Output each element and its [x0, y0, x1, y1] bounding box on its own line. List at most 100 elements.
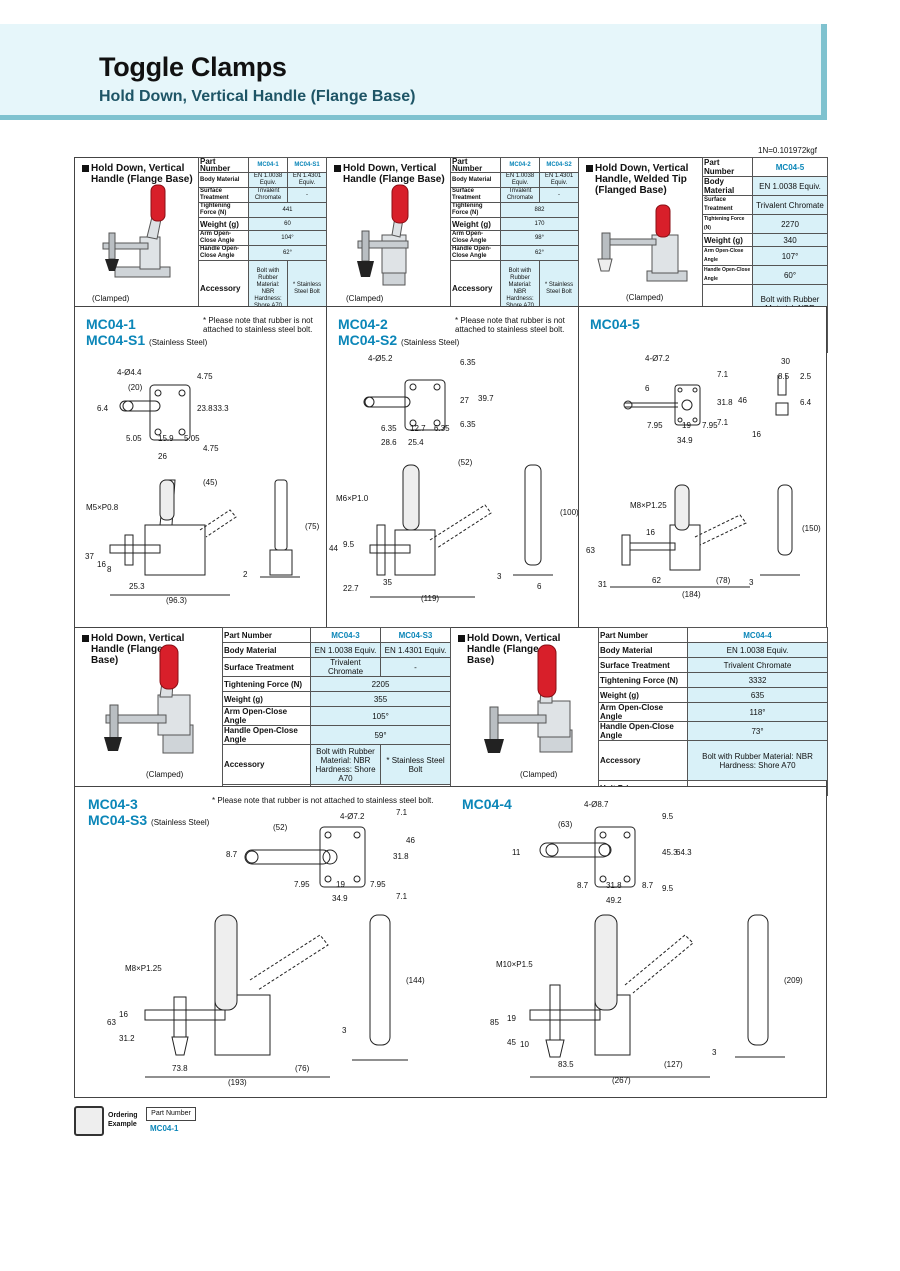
dimension-label: 8.7 [577, 881, 589, 890]
dimension-label: 25.4 [408, 438, 424, 447]
dimension-label: (100) [560, 508, 579, 517]
drawing-title: MC04-4 [462, 796, 512, 812]
product-title: Hold Down, Vertical Handle (Flange Base) [82, 633, 184, 666]
dimension-label: 8.7 [226, 850, 238, 859]
dimension-label: 62 [652, 576, 661, 585]
dimension-label: (127) [664, 1060, 683, 1069]
dimension-label: (96.3) [166, 596, 187, 605]
part-number-link[interactable]: MC04-3 [310, 627, 381, 643]
dimension-label: 3 [749, 578, 754, 587]
dimension-label: 6 [537, 582, 542, 591]
dimension-label: 9.5 [343, 540, 355, 549]
dimension-label: (193) [228, 1078, 247, 1087]
drawing-mc04-3 [144, 826, 408, 1078]
part-number-link[interactable]: MC04-5 [752, 157, 828, 177]
rubber-note: * Please note that rubber is not attache… [212, 796, 434, 805]
drawing-section-1 [74, 306, 827, 628]
dimension-label: (184) [682, 590, 701, 599]
dimension-label: 46 [738, 396, 747, 405]
dimension-label: 33.3 [213, 404, 229, 413]
dimension-label: 6.4 [800, 398, 812, 407]
dimension-label: (75) [305, 522, 320, 531]
product-photo-mc04-5 [597, 204, 688, 282]
dimension-label: 27 [460, 396, 469, 405]
product-title: Hold Down, Vertical Handle (Flange Base) [458, 633, 560, 666]
dimension-label: 28.6 [381, 438, 397, 447]
dimension-label: 19 [336, 880, 345, 889]
dimension-label: 3 [342, 1026, 347, 1035]
dimension-label: 31 [598, 580, 607, 589]
product-photo-mc04-4 [484, 644, 573, 753]
drawing-mc04-5 [610, 375, 800, 588]
dimension-label: 4-Ø8.7 [584, 800, 609, 809]
dimension-label: (20) [128, 383, 143, 392]
dimension-label: 31.2 [119, 1034, 135, 1043]
dimension-label: M5×P0.8 [86, 503, 119, 512]
dimension-label: 11 [512, 848, 521, 857]
dimension-label: 4-Ø4.4 [117, 368, 142, 377]
header-band [0, 24, 827, 120]
dimension-label: 9.5 [662, 884, 674, 893]
dimension-label: 2.5 [800, 372, 812, 381]
dimension-label: 7.95 [294, 880, 310, 889]
dimension-label: (76) [295, 1064, 310, 1073]
dimension-label: 35 [383, 578, 392, 587]
product-photo-mc04-1 [102, 184, 171, 278]
dimension-label: 31.8 [606, 881, 622, 890]
dimension-label: 31.8 [393, 852, 409, 861]
dimension-label: 7.95 [647, 421, 663, 430]
part-number-link[interactable]: MC04-S1 [287, 157, 327, 173]
clamped-caption: (Clamped) [92, 294, 130, 303]
page-title: Toggle Clamps [99, 52, 287, 82]
dimension-label: (119) [421, 594, 440, 603]
dimension-label: (267) [612, 1076, 631, 1085]
part-number-link[interactable]: MC04-S3 [380, 627, 451, 643]
dimension-label: M8×P1.25 [630, 501, 667, 510]
dimension-label: 4-Ø7.2 [340, 812, 365, 821]
dimension-label: 22.7 [343, 584, 359, 593]
clamped-caption: (Clamped) [520, 770, 558, 779]
dimension-label: 44 [329, 544, 338, 553]
page-subtitle: Hold Down, Vertical Handle (Flange Base) [99, 88, 416, 105]
dimension-label: 85 [490, 1018, 499, 1027]
dimension-label: (52) [273, 823, 288, 832]
part-number-link[interactable]: MC04-4 [687, 627, 828, 643]
product-title: Hold Down, Vertical Handle (Flange Base) [82, 163, 193, 185]
part-number-link[interactable]: MC04-1 [248, 157, 288, 173]
dimension-label: 6.35 [381, 424, 397, 433]
clamped-caption: (Clamped) [146, 770, 184, 779]
dimension-label: 34.9 [677, 436, 693, 445]
dimension-label: 26 [158, 452, 167, 461]
dimension-label: 63 [586, 546, 595, 555]
drawing-mc04-4 [529, 826, 785, 1078]
dimension-label: 7.1 [717, 370, 729, 379]
clamped-caption: (Clamped) [626, 293, 664, 302]
dimension-label: 6.35 [434, 424, 450, 433]
dimension-label: 5.05 [184, 434, 200, 443]
part-number-link[interactable]: MC04-S2 [539, 157, 579, 173]
ordering-part-number-value[interactable]: MC04-1 [150, 1124, 179, 1133]
dimension-label: (209) [784, 976, 803, 985]
drawing-mc04-1 [109, 384, 300, 596]
dimension-label: 31.8 [717, 398, 733, 407]
dimension-label: 8 [107, 565, 112, 574]
product-photo-mc04-2 [357, 184, 409, 286]
dimension-label: 7.1 [717, 418, 729, 427]
dimension-label: 6 [645, 384, 650, 393]
part-number-link[interactable]: MC04-2 [500, 157, 540, 173]
clamped-caption: (Clamped) [346, 294, 384, 303]
dimension-label: 4-Ø7.2 [645, 354, 670, 363]
dimension-label: 7.95 [702, 421, 718, 430]
dimension-label: 3 [497, 572, 502, 581]
dimension-label: (144) [406, 976, 425, 985]
dimension-label: 64.3 [676, 848, 692, 857]
dimension-label: 15.9 [158, 434, 174, 443]
dimension-label: 8.7 [642, 881, 654, 890]
dimension-label: 4-Ø5.2 [368, 354, 393, 363]
dimension-label: 16 [752, 430, 761, 439]
dimension-label: 8.5 [778, 372, 790, 381]
dimension-label: 45.3 [662, 848, 678, 857]
